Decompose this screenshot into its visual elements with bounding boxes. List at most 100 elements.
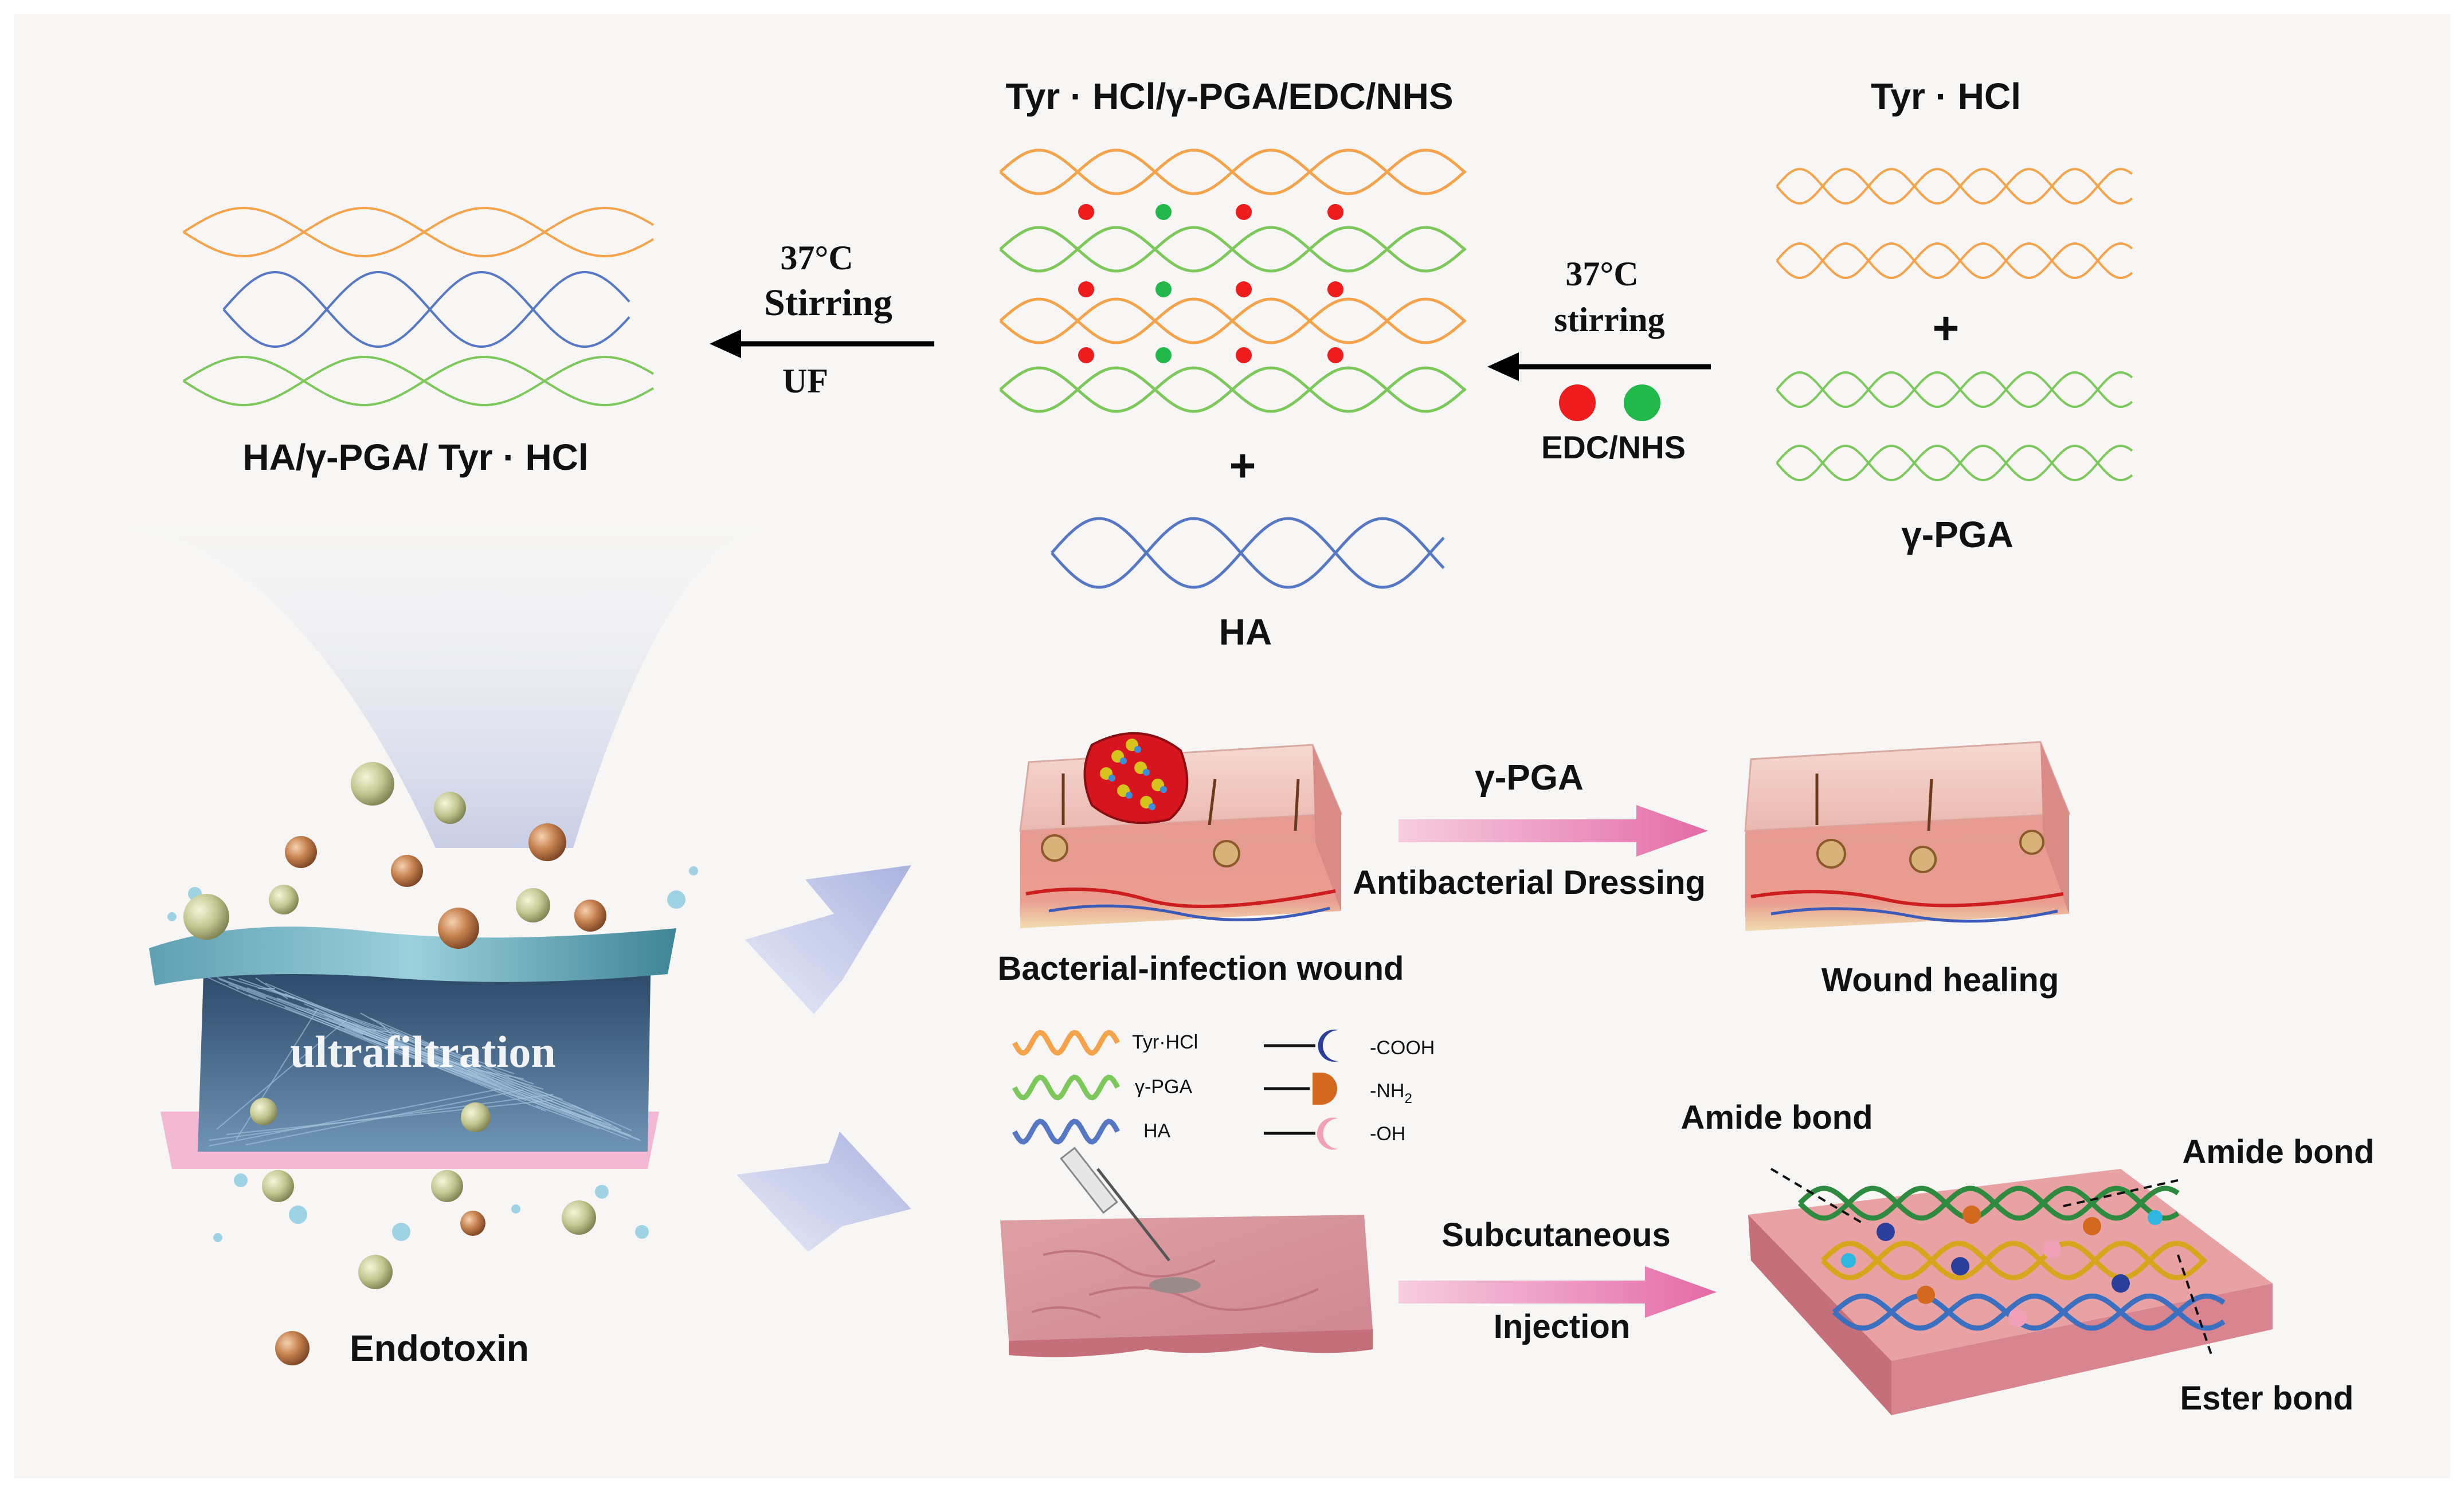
legend-swatch-pga xyxy=(1012,1074,1120,1101)
pga-chain xyxy=(1776,371,2133,409)
water-droplet xyxy=(213,1233,222,1242)
ester-bond-marker xyxy=(2148,1210,2163,1225)
legend-chain-pga: γ-PGA xyxy=(1135,1076,1192,1098)
injection-skin-pad xyxy=(1000,1147,1373,1357)
pga-chain xyxy=(1776,444,2133,482)
gold-particle xyxy=(358,1255,393,1289)
tyr-chain xyxy=(1820,1240,2208,1281)
endotoxin-particle-icon xyxy=(438,908,479,949)
ha-chain xyxy=(1051,517,1445,589)
tyr-chain xyxy=(1776,242,2133,280)
arrow-left-head xyxy=(1487,352,1519,381)
tyr-chain xyxy=(999,148,1467,195)
nhs-dot-icon xyxy=(1624,384,1660,421)
bacterial-wound-caption: Bacterial-infection wound xyxy=(998,950,1404,987)
bacterium-marker xyxy=(1126,792,1133,799)
plus-sign-right: + xyxy=(1933,303,1960,354)
catalyst-label: EDC/NHS xyxy=(1541,429,1686,465)
product-group: HA/γ-PGA/ Tyr · HCl xyxy=(182,207,655,478)
big-arrow-upper xyxy=(745,865,911,1014)
product-chains xyxy=(182,207,655,406)
endotoxin-particle-icon xyxy=(391,855,423,887)
dressing-arrow-top: γ-PGA xyxy=(1475,758,1583,798)
edc-nhs-dots xyxy=(1078,204,1343,363)
bacterium-marker xyxy=(1134,746,1141,753)
pga-chain xyxy=(999,226,1467,273)
ultrafiltration-illustration: ultrafiltration Endotoxin xyxy=(126,527,762,1369)
bacteria-cluster xyxy=(1100,739,1167,810)
bond-top-right: Amide bond xyxy=(2182,1133,2374,1171)
edc-dot xyxy=(1078,204,1094,220)
pink-arrow-icon xyxy=(1399,1266,1717,1318)
functional-group xyxy=(2008,1309,2027,1327)
big-arrow-lower xyxy=(737,1132,911,1252)
tyr-chain xyxy=(182,207,655,257)
arrow-stirring: 37°C stirring EDC/NHS xyxy=(1487,255,1711,465)
infection-spot xyxy=(1083,732,1189,824)
endotoxin-legend-label: Endotoxin xyxy=(350,1328,529,1369)
edc-dot xyxy=(1327,204,1343,220)
reactants-group: Tyr · HCl + γ-PGA xyxy=(1776,76,2133,555)
endotoxin-particle-icon xyxy=(460,1211,485,1236)
ha-chains xyxy=(1051,517,1445,589)
pga-chain xyxy=(1776,444,2133,482)
water-droplet xyxy=(167,912,177,921)
pink-arrow-injection: Subcutaneous Injection xyxy=(1399,1216,1717,1345)
endotoxin-particle-icon xyxy=(528,823,566,861)
endotoxin-particles xyxy=(183,762,606,1289)
wound-healing-caption: Wound healing xyxy=(1821,961,2059,999)
edc-dot-icon xyxy=(1559,384,1596,421)
arrow-uf: 37°C Stirring UF xyxy=(710,239,934,400)
tyr-chain xyxy=(182,207,655,257)
functional-group xyxy=(1877,1223,1895,1241)
gold-particle xyxy=(562,1200,596,1235)
functional-group xyxy=(2043,1240,2061,1258)
bond-top-left: Amide bond xyxy=(1680,1099,1873,1136)
pga-label: γ-PGA xyxy=(1901,514,2013,555)
endotoxin-particle-icon xyxy=(285,836,317,868)
legend-chain-ha: HA xyxy=(1143,1120,1171,1142)
mixture-title: Tyr · HCl/γ-PGA/EDC/NHS xyxy=(1005,76,1453,117)
legend-group-nh: -NH2 xyxy=(1370,1080,1412,1106)
tyr-chain xyxy=(1776,167,2133,205)
ha-chain xyxy=(1051,517,1445,589)
endotoxin-particle-icon xyxy=(574,900,606,932)
gold-particle xyxy=(431,1170,463,1202)
functional-group xyxy=(2112,1274,2130,1293)
ha-chain xyxy=(1832,1293,2226,1331)
edc-dot xyxy=(1078,281,1094,297)
ha-chain xyxy=(222,271,630,348)
tyr-hcl-chains xyxy=(1776,167,2133,280)
gold-particle xyxy=(250,1098,277,1125)
light-cone xyxy=(126,527,762,848)
functional-group xyxy=(2083,1217,2101,1235)
edc-dot xyxy=(1236,347,1252,363)
water-droplet xyxy=(635,1225,649,1239)
plus-sign-mid: + xyxy=(1229,440,1256,491)
bacterium-marker xyxy=(1149,803,1155,810)
arrow-right-line2: stirring xyxy=(1554,301,1664,339)
legend-group-oh: -OH xyxy=(1370,1123,1405,1145)
functional-group xyxy=(1917,1286,1935,1304)
water-layer xyxy=(149,926,676,985)
gold-particle xyxy=(434,792,466,824)
nhs-dot xyxy=(1155,347,1172,363)
gold-particle xyxy=(269,885,299,914)
gold-particle xyxy=(183,894,229,940)
ha-chain xyxy=(222,271,630,348)
pink-arrow-icon xyxy=(1399,805,1708,857)
water-droplet xyxy=(234,1173,248,1187)
water-droplet xyxy=(595,1185,609,1199)
mixture-waves xyxy=(999,148,1467,413)
pga-chain xyxy=(1776,371,2133,409)
water-droplet xyxy=(289,1206,307,1224)
pga-chain xyxy=(182,356,655,406)
tyr-hcl-title: Tyr · HCl xyxy=(1871,76,2021,117)
dressing-arrow-bottom: Antibacterial Dressing xyxy=(1353,864,1706,901)
gold-particle xyxy=(351,762,394,806)
arrow-right-line1: 37°C xyxy=(1565,255,1638,293)
cooh-group-icon xyxy=(1318,1030,1338,1062)
edc-dot xyxy=(1078,347,1094,363)
gold-particle xyxy=(516,888,550,922)
edc-dot xyxy=(1327,281,1343,297)
